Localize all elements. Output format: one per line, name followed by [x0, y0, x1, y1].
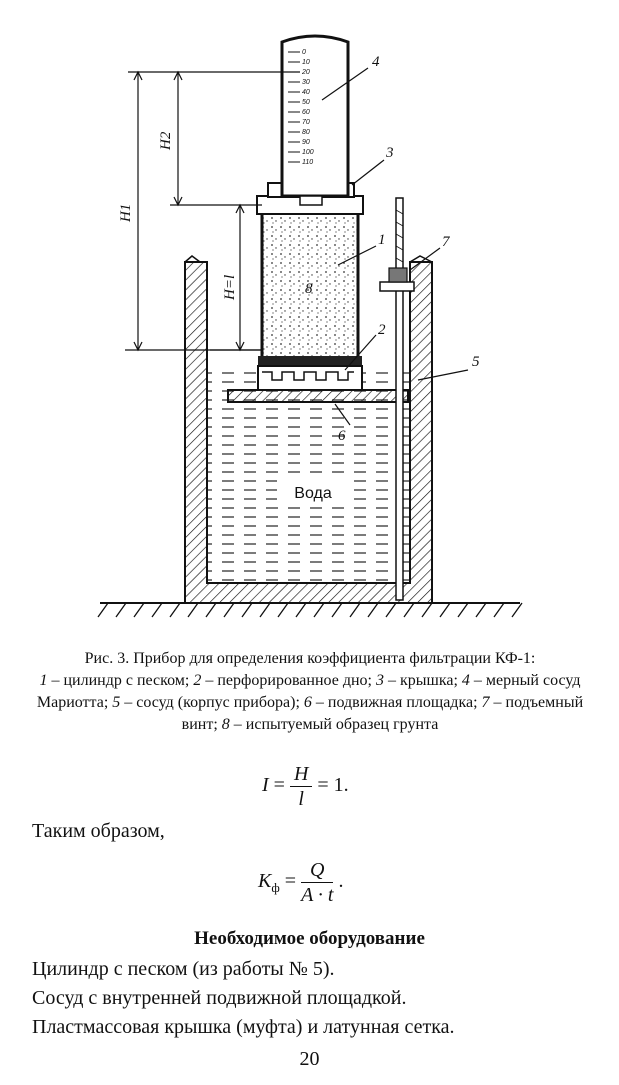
caption-item-text: – подъемный винт; — [181, 694, 584, 733]
dimension-lines — [125, 70, 300, 352]
caption-title: Рис. 3. Прибор для определения коэффицие… — [84, 650, 536, 667]
label-3: 3 — [385, 145, 394, 161]
vessel-5 — [184, 255, 433, 604]
caption-item-text: – цилиндр с песком; — [47, 672, 194, 689]
caption-item-num: 1 — [39, 672, 48, 689]
filtration-device-figure: 0 10 20 30 40 50 60 70 80 90 100 110 — [97, 34, 523, 618]
caption-item-text: – испытуемый образец грунта — [229, 716, 439, 733]
sand-cylinder-1 — [256, 195, 364, 360]
scale-mark: 20 — [301, 69, 310, 76]
denominator: A · t — [301, 884, 334, 906]
page-number: 20 — [299, 1048, 320, 1070]
numerator: H — [289, 762, 313, 787]
scale-mark: 100 — [302, 149, 314, 156]
label-1: 1 — [378, 232, 386, 248]
transition-text: Таким образом, — [32, 820, 165, 842]
section-heading: Необходимое оборудование — [194, 928, 425, 949]
lifting-screw-7 — [379, 197, 415, 601]
caption-item-num: 6 — [303, 694, 312, 711]
equipment-item: Сосуд с внутренней подвижной площадкой. — [32, 987, 407, 1009]
equipment-item: Цилиндр с песком (из работы № 5). — [32, 958, 335, 980]
scale-mark: 0 — [302, 49, 306, 56]
caption-item-text: – сосуд (корпус прибора); — [120, 694, 304, 711]
label-h2: H2 — [158, 131, 174, 151]
platform-6 — [227, 389, 409, 403]
scale-mark: 90 — [302, 139, 310, 146]
figure-caption: Рис. 3. Прибор для определения коэффицие… — [30, 648, 590, 736]
scale-mark: 70 — [302, 119, 310, 126]
scale-mark: 80 — [302, 129, 310, 136]
caption-item-text: – подвижная площадка; — [311, 694, 482, 711]
formula-rhs: = 1. — [317, 774, 349, 797]
label-8: 8 — [305, 281, 313, 297]
scale-mark: 60 — [302, 109, 310, 116]
formula-lhs: I — [262, 774, 269, 797]
caption-item-num: 3 — [375, 672, 384, 689]
formula-end: . — [338, 870, 344, 893]
denominator: l — [298, 788, 304, 810]
caption-item-num: 5 — [112, 694, 121, 711]
caption-item-num: 7 — [481, 694, 490, 711]
formula-gradient: I = H l = 1. — [262, 762, 349, 811]
scale-mark: 50 — [302, 99, 310, 106]
label-h-eq-l: H=l — [222, 275, 238, 301]
caption-item-text: – крышка; — [383, 672, 462, 689]
formula-lhs: K — [258, 870, 272, 893]
caption-item-text: – перфорированное дно; — [201, 672, 376, 689]
caption-item-num: 2 — [193, 672, 202, 689]
subscript: ф — [271, 880, 280, 896]
scale-mark: 10 — [302, 59, 310, 66]
equipment-item: Пластмассовая крышка (муфта) и латунная … — [32, 1016, 455, 1038]
caption-item-text: – мерный сосуд Мариотта; — [36, 672, 581, 711]
label-4: 4 — [372, 54, 380, 70]
fraction: H l — [289, 762, 313, 811]
caption-item-num: 4 — [461, 672, 470, 689]
scale-mark: 30 — [302, 79, 310, 86]
label-h1: H1 — [118, 204, 134, 223]
mariotte-vessel-4: 0 10 20 30 40 50 60 70 80 90 100 110 — [280, 34, 350, 206]
label-7: 7 — [442, 234, 451, 250]
label-2: 2 — [378, 322, 386, 338]
label-5: 5 — [472, 354, 480, 370]
ground — [97, 602, 523, 618]
leader-lines — [321, 67, 469, 426]
scale-mark: 40 — [302, 89, 310, 96]
fraction: Q A · t — [301, 858, 334, 907]
label-6: 6 — [338, 428, 346, 444]
scale-mark: 110 — [302, 159, 313, 166]
numerator: Q — [301, 858, 334, 883]
label-water: Вода — [294, 485, 332, 502]
caption-item-num: 8 — [221, 716, 230, 733]
formula-filtration: Kф = Q A · t . — [258, 858, 344, 907]
perforated-bottom-2 — [257, 356, 363, 391]
